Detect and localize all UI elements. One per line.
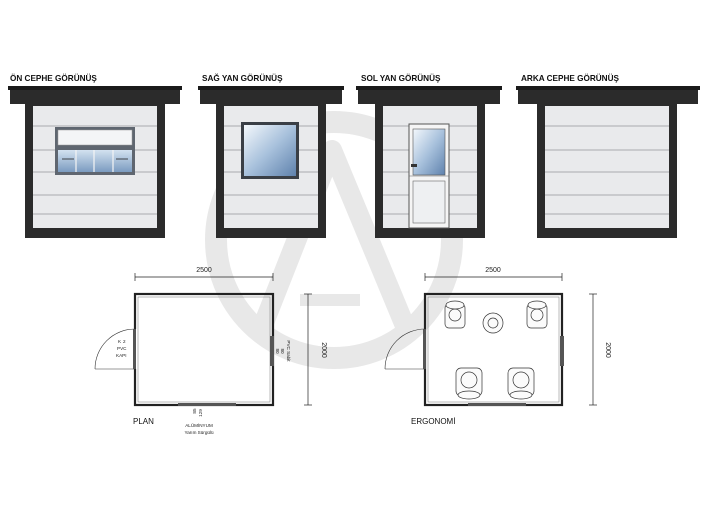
right-view-title: SAĞ YAN GÖRÜNÜŞ <box>202 72 283 83</box>
right-window <box>241 122 299 179</box>
watermark-logo-icon <box>205 111 463 369</box>
ergonomics-title: ERGONOMİ <box>411 417 455 426</box>
plan-bottom-window-h: 129 <box>198 409 203 417</box>
plan-door-code-value: 2 <box>123 339 126 344</box>
door-swing-icon <box>94 328 137 370</box>
plan-door-label: KAPI <box>116 353 126 358</box>
back-view-title: ARKA CEPHE GÖRÜNÜŞ <box>521 73 619 83</box>
chair-icon <box>526 300 548 329</box>
table-icon <box>482 312 504 334</box>
chair-icon <box>444 300 466 329</box>
door-swing-icon <box>384 328 426 370</box>
plan-drawing: 2500 2000 K 2 PVC KAPI PVC Sabit 80 80 8… <box>94 267 327 435</box>
plan-depth-dim: 2000 <box>320 342 327 358</box>
chair-icon <box>455 367 483 400</box>
left-view-title: SOL YAN GÖRÜNÜŞ <box>361 73 441 83</box>
front-view-title: ÖN CEPHE GÖRÜNÜŞ <box>10 73 97 83</box>
back-elevation <box>516 86 700 238</box>
ergonomics-width-dim: 2500 <box>485 267 501 274</box>
plan-right-window-w: 80 <box>275 348 280 354</box>
plan-right-window-type: PVC Sabit <box>286 340 291 362</box>
ergonomics-depth-dim: 2000 <box>604 342 611 358</box>
left-elevation <box>356 86 502 238</box>
plan-title: PLAN <box>133 417 154 426</box>
plan-door-code: K <box>118 339 122 344</box>
right-elevation <box>198 86 344 238</box>
ergonomics-drawing: 2500 2000 <box>384 267 611 426</box>
side-door <box>408 123 450 229</box>
plan-bottom-window-w: 85 <box>192 408 197 414</box>
plan-door-type: PVC <box>117 346 127 351</box>
plan-width-dim: 2500 <box>196 267 212 274</box>
front-elevation <box>8 86 182 238</box>
plan-bottom-window-type: ALÜMİNYUM <box>185 422 213 428</box>
plan-bottom-window-kind: Yarım Sürgülü <box>184 430 213 435</box>
plan-right-window-h: 80 <box>280 348 285 354</box>
front-window <box>55 127 135 175</box>
chair-icon <box>507 367 535 400</box>
